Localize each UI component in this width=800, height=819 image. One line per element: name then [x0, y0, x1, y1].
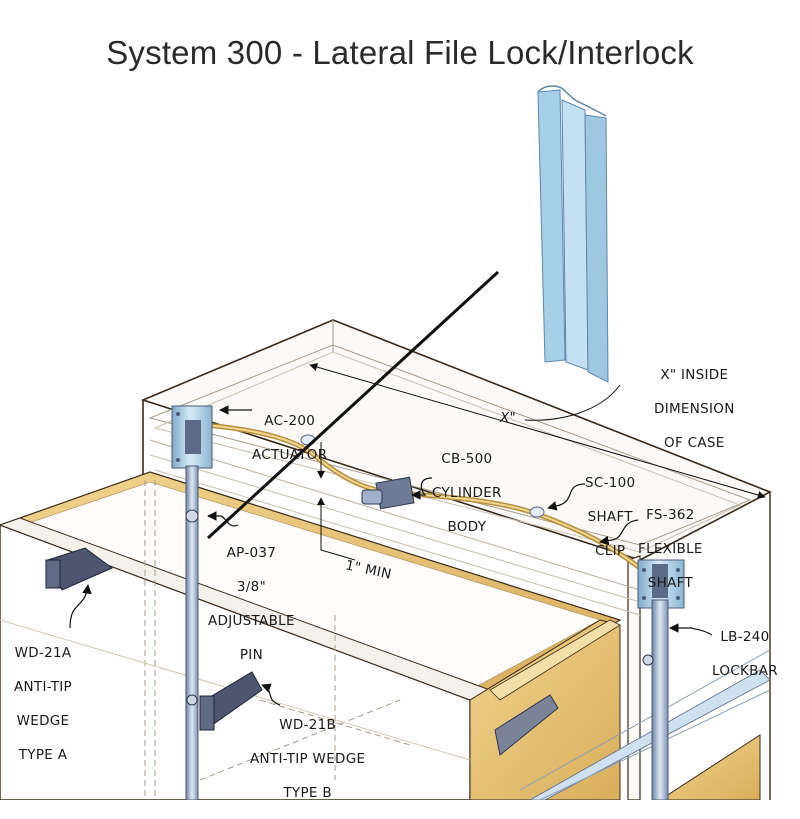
right-lockbar: [637, 559, 685, 800]
part-name: CYLINDER: [432, 485, 502, 501]
one-inch-min-dimension: [317, 442, 356, 561]
label-ac200-actuator: AC-200 ACTUATOR: [252, 396, 327, 481]
part-number: AC-200: [264, 413, 316, 429]
label-wd21a-anti-tip-wedge: WD-21A ANTI-TIP WEDGE TYPE A: [14, 628, 72, 781]
part-name: ANTI-TIP WEDGE: [250, 751, 366, 767]
label-cb500-cylinder-body: CB-500 CYLINDER BODY: [432, 434, 502, 553]
anti-tip-wedge-a: [45, 547, 113, 591]
part-name: WEDGE: [16, 713, 70, 729]
part-name: BODY: [447, 519, 487, 535]
part-name: LOCKBAR: [712, 663, 778, 679]
part-name: ACTUATOR: [252, 447, 328, 463]
label-line: DIMENSION: [654, 401, 735, 417]
part-number: CB-500: [441, 451, 493, 467]
lock-diagram: [0, 85, 772, 800]
label-wd21b-anti-tip-wedge: WD-21B ANTI-TIP WEDGE TYPE B: [250, 700, 365, 819]
x-dimension-line: [309, 363, 766, 499]
part-name: FLEXIBLE: [638, 541, 703, 557]
actuator: [171, 405, 213, 469]
cylinder-body: [361, 476, 415, 510]
label-line: X" INSIDE: [660, 367, 729, 383]
lock-extrusion: [537, 85, 609, 383]
shaft-clip-right: [529, 506, 545, 518]
adjustable-pin: [185, 509, 199, 523]
part-number: SC-100: [585, 475, 636, 491]
part-number: AP-037: [226, 545, 277, 561]
part-name: SHAFT: [647, 575, 693, 591]
label-ap037-adjustable-pin: AP-037 3/8" ADJUSTABLE PIN: [208, 528, 295, 681]
part-number: WD-21B: [279, 717, 337, 733]
left-lockbar: [185, 465, 199, 800]
label-x-dimension: X": [500, 410, 517, 426]
drawer-wedge-right: [494, 694, 559, 756]
part-number: LB-240: [720, 629, 770, 645]
part-type: TYPE B: [283, 785, 332, 801]
label-fs362-flexible-shaft: FS-362 FLEXIBLE SHAFT: [638, 490, 703, 609]
part-number: WD-21A: [14, 645, 72, 661]
label-line: OF CASE: [664, 435, 725, 451]
open-drawer: [0, 471, 622, 800]
part-name: PIN: [239, 647, 263, 663]
callout-arrows: [69, 405, 713, 706]
label-lb240-lockbar: LB-240 LOCKBAR: [712, 612, 778, 697]
label-sc100-shaft-clip: SC-100 SHAFT CLIP: [585, 458, 635, 577]
part-number: FS-362: [646, 507, 695, 523]
diagram-title: System 300 - Lateral File Lock/Interlock: [106, 34, 694, 71]
part-name: SHAFT: [587, 509, 633, 525]
part-name: ANTI-TIP: [14, 679, 72, 695]
label-x-inside-dimension: X" INSIDE DIMENSION OF CASE: [654, 350, 735, 469]
part-name: CLIP: [595, 543, 626, 559]
part-type: TYPE A: [18, 747, 68, 763]
part-name: ADJUSTABLE: [208, 613, 295, 629]
lower-drawer: [659, 734, 761, 800]
part-size: 3/8": [236, 579, 266, 595]
